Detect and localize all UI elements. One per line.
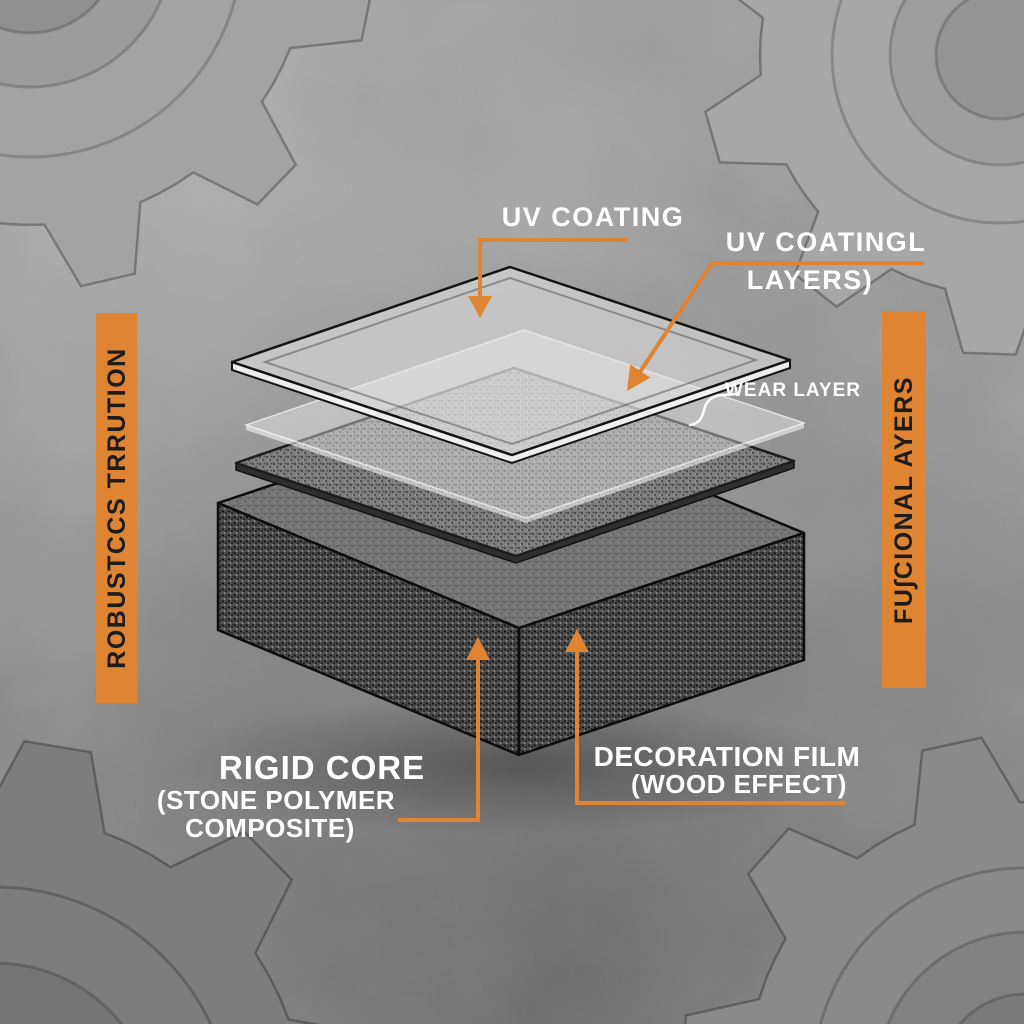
- gear-decoration-bottom-left: [0, 739, 321, 1024]
- uv-coating-layers-label-line2: LAYERS): [747, 265, 874, 295]
- arrow-down-icon: [468, 296, 492, 318]
- wear-layer-pointer-squiggle: [688, 392, 739, 427]
- gear-decoration-top-left: [0, 0, 372, 288]
- gear-decoration-bottom-right: [683, 736, 1024, 1024]
- uv-coating-inner-line: [261, 276, 760, 446]
- uv-coating-connector-line: [478, 238, 627, 300]
- banner-right-background: [882, 311, 926, 688]
- callout-arrowheads: [466, 296, 651, 660]
- gear-decoration-top-left-ring-2: [0, 0, 101, 35]
- core-shadow: [170, 695, 850, 835]
- rigid-core-connector-line: [398, 650, 480, 822]
- decoration-film-title: DECORATION FILM: [594, 741, 861, 772]
- arrow-up-icon-2: [565, 629, 589, 652]
- rigid-core-right-face: [517, 531, 806, 757]
- arrow-diagonal-icon: [627, 364, 651, 391]
- arrow-up-icon: [466, 637, 490, 660]
- wear-layer-label: WEAR LAYER: [725, 380, 861, 401]
- decoration-film-subtitle: (WOOD EFFECT): [631, 769, 847, 799]
- layer-uv-coating: [230, 265, 792, 465]
- uv-coating-label: UV COATING: [502, 202, 685, 232]
- gear-decoration-top-right-ring-2: [934, 0, 1024, 121]
- gear-decoration-bottom-right-body: [683, 736, 1024, 1024]
- banner-left-background: [96, 313, 137, 703]
- gear-decoration-bottom-right-ring-2: [957, 992, 1024, 1024]
- rigid-core-title: RIGID CORE: [219, 749, 425, 786]
- gear-decoration-top-right-ring-0: [830, 0, 1024, 225]
- gear-decoration-top-right: [703, 0, 1024, 356]
- callout-connector-lines: [398, 238, 924, 822]
- banner-left: ROBUSTCCS TRRUTION: [96, 313, 137, 703]
- gear-decoration-bottom-left-ring-1: [0, 961, 124, 1024]
- rigid-core-subtitle-line2: COMPOSITE): [185, 813, 355, 843]
- uv-coating-top-face: [230, 265, 792, 457]
- gear-decoration-top-left-ring-0: [0, 0, 237, 159]
- uv-layers-connector-line: [634, 261, 924, 380]
- banner-right-label: FU∫CIONAL AYERS: [890, 376, 918, 624]
- gear-decoration-bottom-left-body: [0, 739, 321, 1024]
- banner-left-label: ROBUSTCCS TRRUTION: [103, 347, 131, 668]
- gear-decoration-bottom-right-ring-1: [886, 930, 1024, 1024]
- rigid-core-subtitle-line1: (STONE POLYMER: [157, 785, 395, 815]
- uv-coating-layers-label-line1: UV COATINGL: [726, 227, 927, 257]
- banner-right: FU∫CIONAL AYERS: [882, 311, 926, 688]
- decoration-film-connector-line: [575, 642, 845, 805]
